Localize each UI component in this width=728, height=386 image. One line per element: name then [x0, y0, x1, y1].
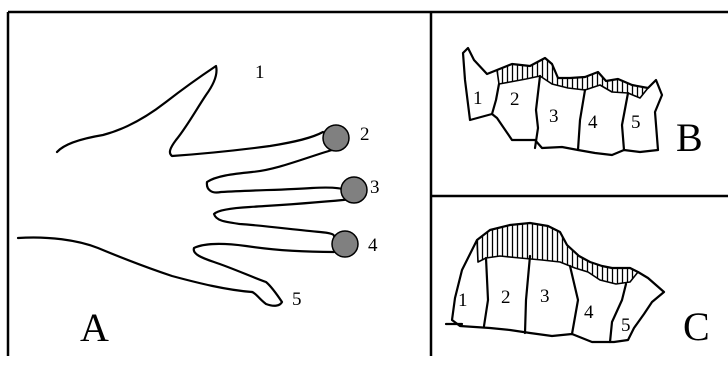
panel-b-divider-3 [578, 90, 585, 150]
panel-c-divider-3 [570, 266, 578, 334]
panel-b-divider-1 [492, 84, 499, 114]
panel-c-merged: 1 2 3 4 5 C [446, 223, 710, 349]
finger-label-1: 1 [255, 62, 265, 83]
segment-c-label-4: 4 [584, 302, 594, 323]
hand-outline-thumb [57, 66, 323, 156]
finger-label-5: 5 [292, 289, 302, 310]
panel-label-b: B [676, 115, 703, 160]
segment-b-label-5: 5 [631, 112, 641, 133]
segment-c-label-5: 5 [621, 315, 631, 336]
panel-label-a: A [80, 305, 109, 350]
segment-b-label-1: 1 [473, 88, 483, 109]
panel-c-divider-2 [525, 256, 530, 333]
finger-label-2: 2 [360, 124, 370, 145]
panel-label-c: C [683, 304, 710, 349]
panel-b-divider-4 [622, 93, 628, 150]
panel-c-divider-1 [484, 258, 488, 326]
panel-a-hand [18, 66, 352, 306]
contact-dot-3 [341, 177, 367, 203]
contact-dot-4 [332, 231, 358, 257]
panel-b-divider-2 [535, 76, 540, 148]
hand-outline-finger-2-lower [207, 150, 345, 193]
panel-b-strip: 1 2 3 4 5 B [463, 48, 703, 160]
hand-outline-palm [18, 237, 252, 292]
hand-outline-finger-3-lower [214, 199, 352, 236]
panel-b-outline [463, 48, 662, 155]
panel-a-labels: 1 2 3 4 5 A [80, 62, 380, 350]
finger-label-4: 4 [368, 235, 378, 256]
finger-label-3: 3 [370, 177, 380, 198]
segment-c-label-1: 1 [458, 290, 468, 311]
segment-b-label-4: 4 [588, 112, 598, 133]
hand-outline-finger-4-lower [194, 244, 334, 306]
panel-c-hatched-top [477, 223, 638, 284]
segment-c-label-3: 3 [540, 286, 550, 307]
segment-b-label-3: 3 [549, 106, 559, 127]
contact-dot-2 [323, 125, 349, 151]
segment-b-label-2: 2 [510, 89, 520, 110]
segment-c-label-2: 2 [501, 287, 511, 308]
